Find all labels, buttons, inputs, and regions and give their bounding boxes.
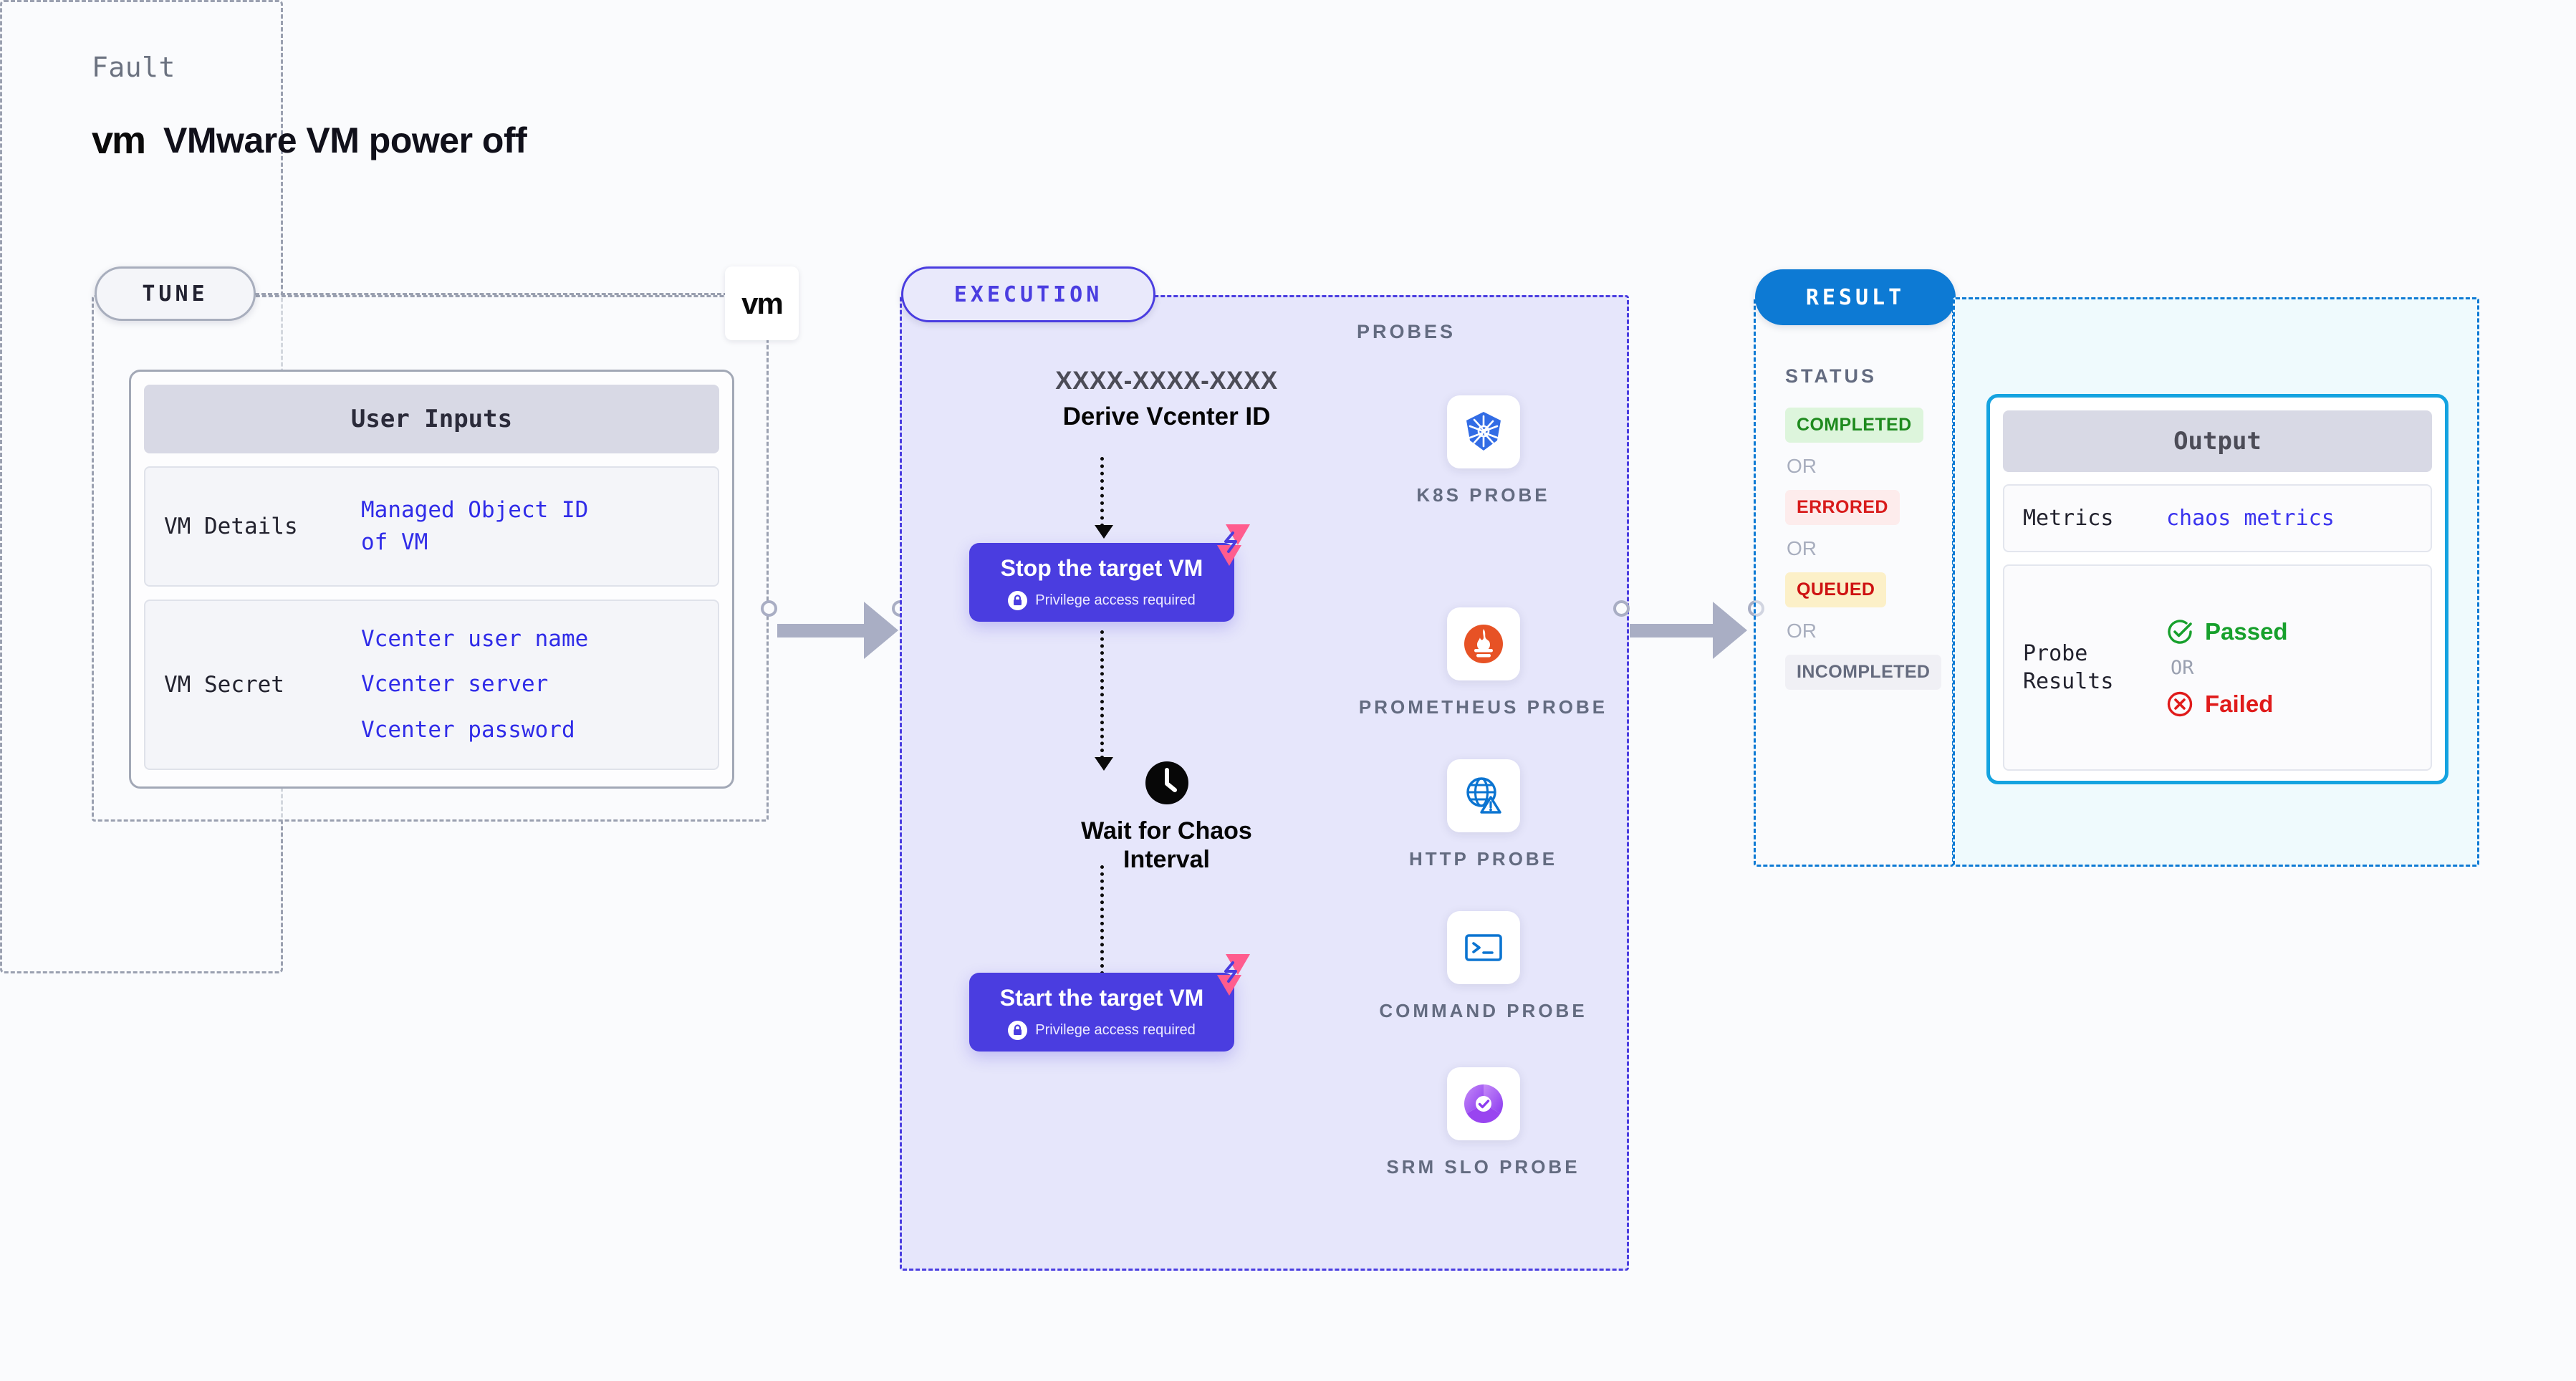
- derive-vcenter-id-label: Derive Vcenter ID: [1062, 403, 1271, 430]
- vmware-badge-icon: vm: [725, 266, 799, 340]
- prometheus-icon: [1446, 607, 1520, 680]
- status-badge-errored: ERRORED: [1785, 490, 1900, 525]
- input-label-vm-details: VM Details: [164, 514, 298, 539]
- terminal-icon: [1446, 911, 1520, 984]
- step-privilege-text: Privilege access required: [1035, 1021, 1196, 1038]
- value-text: Managed Object ID: [361, 497, 589, 524]
- status-badge-completed: COMPLETED: [1785, 408, 1923, 443]
- step-caption: Wait for Chaos Interval: [900, 817, 1433, 874]
- status-badge-queued: QUEUED: [1785, 572, 1887, 607]
- harness-logo-icon: [1217, 524, 1250, 566]
- tune-pill-label: TUNE: [95, 266, 256, 321]
- status-column: STATUS COMPLETED OR ERRORED OR QUEUED OR…: [1785, 365, 1957, 690]
- output-heading: Output: [2003, 410, 2432, 472]
- status-or-2: OR: [1787, 537, 1817, 559]
- flow-connector-3: [1095, 865, 1113, 986]
- caption-line-1: Wait for Chaos: [1081, 817, 1252, 845]
- probe-label: HTTP PROBE: [1408, 848, 1558, 870]
- input-row-vm-details: VM Details Managed Object ID of VM: [144, 466, 719, 587]
- input-values-vm-details: Managed Object ID of VM: [361, 494, 588, 559]
- probes-title: PROBES: [1357, 321, 1456, 342]
- user-inputs-heading: User Inputs: [144, 385, 719, 453]
- page-kicker: Fault: [92, 52, 176, 83]
- flow-connector-1: [1095, 457, 1113, 539]
- lock-icon: [1008, 590, 1028, 610]
- input-row-vm-secret: VM Secret Vcenter user name Vcenter serv…: [144, 600, 719, 770]
- input-values-vm-secret: Vcenter user name Vcenter server Vcenter…: [361, 617, 588, 754]
- probe-label: SRM SLO PROBE: [1386, 1156, 1580, 1178]
- step-privilege-note: Privilege access required: [1008, 1020, 1196, 1040]
- page-title-row: vm VMware VM power off: [92, 118, 527, 163]
- value-text: Vcenter password: [361, 716, 575, 743]
- vmware-logo-icon: vm: [92, 119, 146, 162]
- output-row-metrics: Metrics chaos metrics: [2003, 484, 2432, 552]
- probe-label: COMMAND PROBE: [1379, 1000, 1587, 1021]
- step-title: Stop the target VM: [1000, 554, 1203, 581]
- probe-label: PROMETHEUS PROBE: [1358, 696, 1608, 718]
- step-start-target-vm[interactable]: Start the target VM Privilege access req…: [969, 954, 1250, 1052]
- probe-item-command[interactable]: COMMAND PROBE: [1342, 911, 1625, 1024]
- probe-verdicts: Passed OR Failed: [2166, 618, 2288, 718]
- verdict-or: OR: [2171, 656, 2194, 679]
- arrow-execution-to-result: [1630, 602, 1747, 659]
- harness-logo-icon: [1217, 954, 1250, 996]
- probe-item-k8s[interactable]: K8S PROBE: [1342, 395, 1625, 508]
- clock-icon: [1145, 761, 1188, 804]
- status-or-3: OR: [1787, 620, 1817, 642]
- probe-item-http[interactable]: HTTP PROBE: [1342, 759, 1625, 872]
- arrow-start-dot: [761, 600, 777, 617]
- output-label-metrics: Metrics: [2023, 506, 2114, 531]
- value-text: Vcenter user name: [361, 625, 589, 652]
- output-value-metrics: chaos metrics: [2166, 506, 2335, 531]
- status-badge-incompleted: INCOMPLETED: [1785, 655, 1942, 690]
- srm-slo-icon: [1446, 1067, 1520, 1140]
- lock-icon: [1008, 1020, 1028, 1040]
- probe-item-srm-slo[interactable]: SRM SLO PROBE: [1342, 1067, 1625, 1180]
- http-globe-warning-icon: [1446, 759, 1520, 832]
- value-text: of VM: [361, 529, 428, 555]
- step-privilege-note: Privilege access required: [1008, 590, 1196, 610]
- x-circle-icon: [2167, 691, 2193, 716]
- verdict-label: Failed: [2205, 690, 2274, 717]
- derive-vcenter-id-value: XXXX-XXXX-XXXX: [1055, 367, 1278, 395]
- vm-badge-text: vm: [741, 286, 784, 320]
- probe-item-prometheus[interactable]: PROMETHEUS PROBE: [1342, 607, 1625, 720]
- verdict-failed: Failed: [2166, 690, 2288, 718]
- value-text: Vcenter server: [361, 671, 549, 698]
- step-privilege-text: Privilege access required: [1035, 592, 1196, 608]
- status-or-1: OR: [1787, 455, 1817, 477]
- input-label-vm-secret: VM Secret: [164, 672, 284, 698]
- tune-connector-line: [255, 293, 728, 295]
- page-title: VMware VM power off: [163, 120, 527, 160]
- verdict-label: Passed: [2205, 617, 2288, 645]
- step-title: Start the target VM: [999, 984, 1204, 1011]
- result-pill-label: RESULT: [1755, 269, 1956, 325]
- execution-pill-label: EXECUTION: [901, 266, 1155, 322]
- arrow-tune-to-execution: [777, 602, 898, 659]
- arrow-start-dot: [1613, 600, 1630, 617]
- user-inputs-card: User Inputs VM Details Managed Object ID…: [129, 370, 734, 789]
- kubernetes-icon: [1446, 395, 1520, 468]
- check-circle-icon: [2168, 619, 2192, 644]
- step-stop-target-vm[interactable]: Stop the target VM Privilege access requ…: [969, 524, 1250, 622]
- step-wait-for-chaos-interval: Wait for Chaos Interval: [900, 761, 1433, 874]
- status-title: STATUS: [1785, 365, 1877, 387]
- caption-line-2: Interval: [1123, 846, 1210, 874]
- verdict-passed: Passed: [2166, 618, 2288, 645]
- probe-label: K8S PROBE: [1416, 484, 1550, 506]
- flow-connector-2: [1095, 630, 1113, 771]
